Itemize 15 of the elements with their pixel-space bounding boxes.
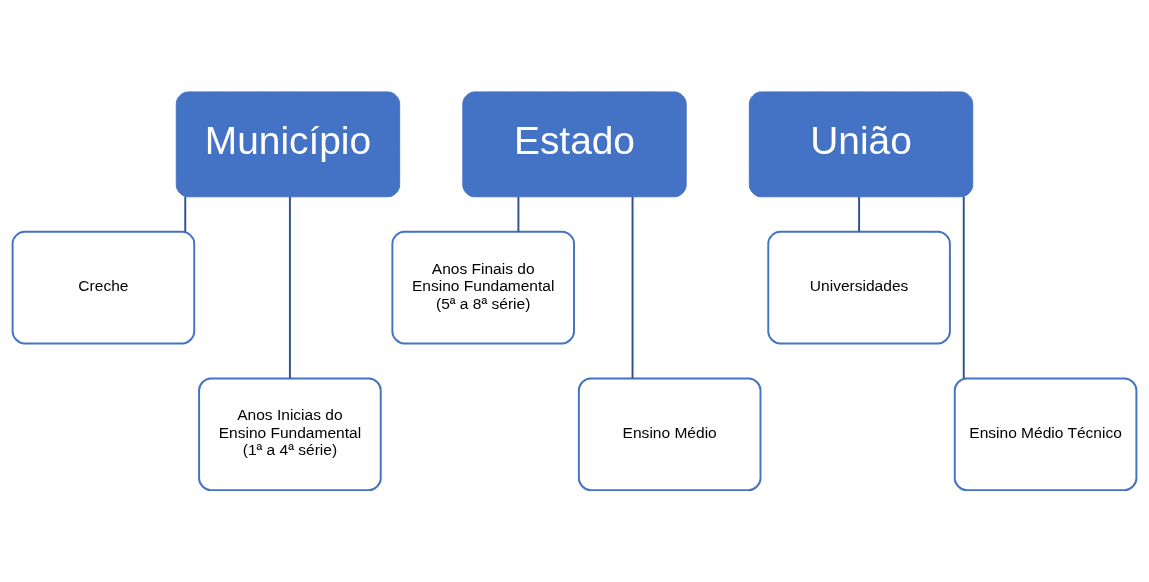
node-box: Estado xyxy=(462,91,687,198)
node-box: Ensino Médio Técnico xyxy=(953,377,1138,492)
connector xyxy=(517,195,520,233)
node-box: Ensino Médio xyxy=(577,377,762,492)
connector xyxy=(962,195,965,380)
connector xyxy=(184,195,187,233)
connector xyxy=(858,195,861,233)
connector xyxy=(288,195,291,380)
node-box: Creche xyxy=(11,230,196,345)
node-box: Anos Finais do Ensino Fundamental (5ª a 8ª série) xyxy=(391,230,575,345)
node-box: Município xyxy=(175,91,401,198)
node-box: Anos Inicias do Ensino Fundamental (1ª a 4ª série) xyxy=(198,377,382,492)
node-box: União xyxy=(748,91,974,198)
connector xyxy=(631,195,634,380)
node-box: Universidades xyxy=(767,230,951,345)
